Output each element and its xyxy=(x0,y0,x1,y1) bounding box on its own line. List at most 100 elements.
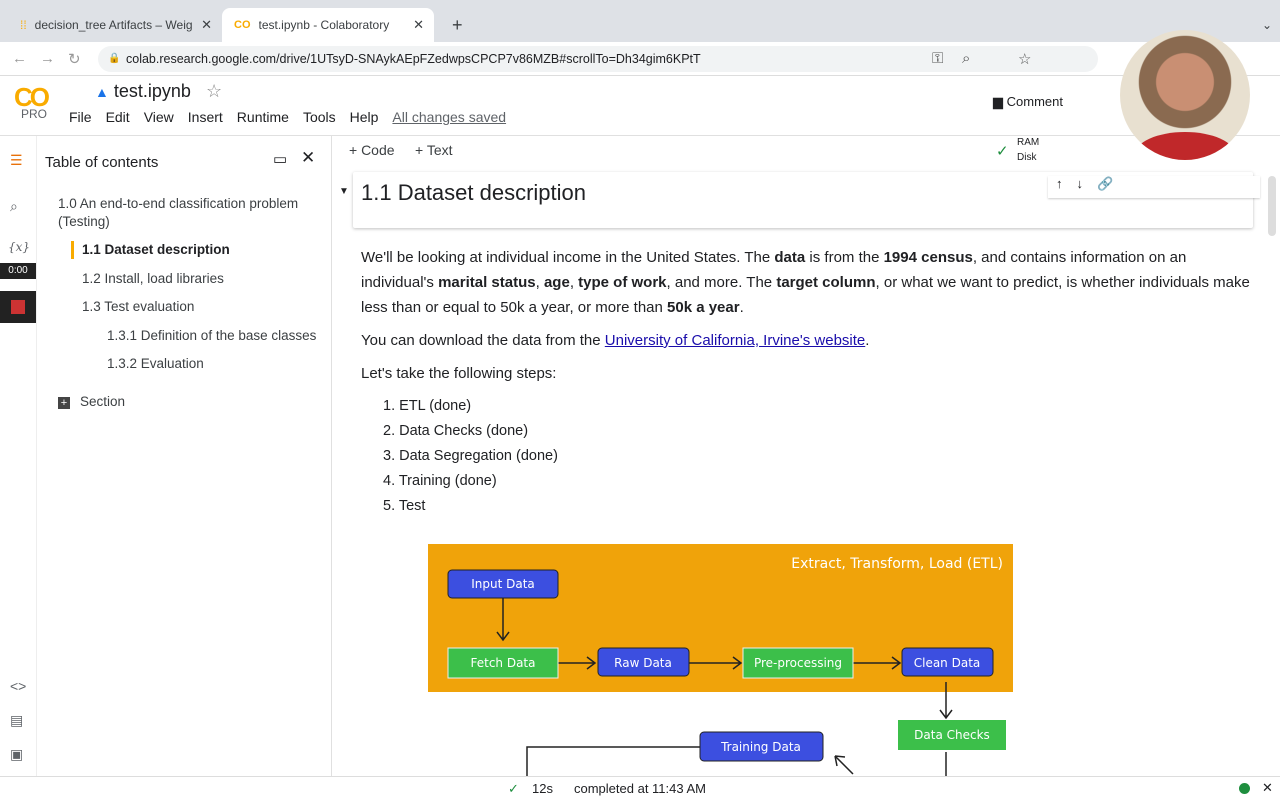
paragraph-intro: We'll be looking at individual income in… xyxy=(361,249,1250,316)
step-item: 1. ETL (done) xyxy=(383,398,472,414)
tab-wandb[interactable]: ⁞⁞ decision_tree Artifacts – Weigl ✕ xyxy=(8,8,222,42)
menu-help[interactable]: Help xyxy=(349,109,379,125)
menu-tools[interactable]: Tools xyxy=(302,109,336,125)
notebook-main: + Code + Text ✓ RAM Disk ▼ 1.1 Dataset d… xyxy=(333,136,1280,780)
completed-text: completed at 11:43 AM xyxy=(574,781,707,796)
search-icon[interactable]: ⌕ xyxy=(10,198,18,214)
toc-panel: Table of contents ▭ ✕ 1.0 An end-to-end … xyxy=(37,136,332,776)
forward-icon[interactable]: → xyxy=(40,50,55,67)
left-rail: ☰ ⌕ {x} 0:00 <> ▤ ▣ xyxy=(0,136,37,776)
node-label: Fetch Data xyxy=(470,656,535,670)
menu-file[interactable]: File xyxy=(69,109,92,125)
success-check-icon: ✓ xyxy=(508,781,519,796)
heading-text: 1.1 Dataset description xyxy=(361,180,587,205)
node-training-data xyxy=(699,731,824,762)
toc-icon[interactable]: ☰ xyxy=(10,152,23,168)
paragraph-steps: Let's take the following steps: xyxy=(361,365,557,382)
close-status-icon[interactable]: ✕ xyxy=(1262,780,1273,795)
terminal-icon[interactable]: ▣ xyxy=(10,746,24,762)
star-icon[interactable]: ☆ xyxy=(1018,51,1032,68)
node-fetch-data xyxy=(447,647,559,679)
move-up-icon[interactable]: ↑ xyxy=(1056,176,1063,191)
wandb-icon: ⁞⁞ xyxy=(20,18,27,32)
toc-item-active[interactable]: 1.1 Dataset description xyxy=(71,241,230,259)
toc-item[interactable]: 1.0 An end-to-end classification problem… xyxy=(58,196,299,229)
reload-icon[interactable]: ↻ xyxy=(68,51,81,68)
url-input[interactable]: 🔒colab.research.google.com/drive/1UTsyD-… xyxy=(98,46,1098,72)
tab-menu-icon[interactable]: ⌄ xyxy=(1262,18,1273,32)
add-text-button[interactable]: + Text xyxy=(415,142,453,158)
recording-timer: 0:00 xyxy=(0,263,36,279)
etl-label: Extract, Transform, Load (ETL) xyxy=(791,556,1003,572)
open-tab-icon[interactable]: ▭ xyxy=(273,151,288,168)
variables-icon[interactable]: {x} xyxy=(8,240,31,254)
colab-logo: CO xyxy=(14,82,50,112)
save-status[interactable]: All changes saved xyxy=(392,109,507,125)
node-preprocessing xyxy=(742,647,854,679)
zoom-icon[interactable]: ⌕ xyxy=(962,50,971,67)
connected-dot-icon xyxy=(1239,783,1250,794)
toc-item[interactable]: 1.2 Install, load libraries xyxy=(82,271,224,286)
address-bar-row: ← → ↻ 🔒colab.research.google.com/drive/1… xyxy=(0,42,1280,76)
section-label: Section xyxy=(80,394,126,409)
step-item: 4. Training (done) xyxy=(383,473,497,489)
exec-time: 12s xyxy=(532,781,553,796)
plus-box-icon: + xyxy=(58,397,70,409)
close-tab-icon[interactable]: ✕ xyxy=(413,17,424,32)
colab-header: CO PRO ▲ test.ipynb ☆ File Edit View Ins… xyxy=(0,76,1280,136)
node-label: Training Data xyxy=(720,740,801,754)
menu-runtime[interactable]: Runtime xyxy=(236,109,289,125)
add-code-button[interactable]: + Code xyxy=(349,142,395,158)
step-item: 2. Data Checks (done) xyxy=(383,423,529,439)
toc-item[interactable]: 1.3.2 Evaluation xyxy=(107,356,204,371)
uci-link[interactable]: University of California, Irvine's websi… xyxy=(604,332,866,349)
steps-list: 1. ETL (done) 2. Data Checks (done) 3. D… xyxy=(361,394,1251,519)
key-icon[interactable]: ⚿ xyxy=(932,50,944,67)
collapse-caret-icon[interactable]: ▼ xyxy=(339,186,349,197)
scrollbar[interactable] xyxy=(1268,176,1276,236)
node-label: Data Checks xyxy=(914,728,990,742)
back-icon[interactable]: ← xyxy=(12,50,27,67)
drive-icon: ▲ xyxy=(95,84,109,100)
node-label: Input Data xyxy=(471,577,535,591)
comment-icon: ▆ xyxy=(993,94,1003,109)
node-input-data xyxy=(447,569,559,599)
menu-edit[interactable]: Edit xyxy=(105,109,130,125)
move-down-icon[interactable]: ↓ xyxy=(1076,176,1084,191)
tab-title: decision_tree Artifacts – Weigl xyxy=(34,18,194,32)
paragraph-download: You can download the data from the Unive… xyxy=(361,332,870,349)
new-tab-button[interactable]: + xyxy=(452,14,463,35)
link-icon[interactable]: 🔗 xyxy=(1097,176,1114,191)
webcam-overlay xyxy=(1120,30,1250,160)
title-text: test.ipynb xyxy=(113,81,191,101)
menu-view[interactable]: View xyxy=(143,109,174,125)
command-palette-icon[interactable]: ▤ xyxy=(10,712,24,728)
tab-title: test.ipynb - Colaboratory xyxy=(258,18,390,32)
stop-icon xyxy=(11,300,25,314)
star-icon[interactable]: ☆ xyxy=(205,81,223,101)
toc-item[interactable]: 1.3 Test evaluation xyxy=(82,299,195,314)
node-raw-data xyxy=(597,647,690,677)
cell-content: We'll be looking at individual income in… xyxy=(361,245,1251,519)
comment-button[interactable]: ▆ Comment xyxy=(993,94,1063,110)
step-item: 3. Data Segregation (done) xyxy=(383,448,558,464)
stop-recording-button[interactable] xyxy=(0,291,36,323)
connected-check-icon: ✓ xyxy=(996,143,1009,160)
code-snippets-icon[interactable]: <> xyxy=(10,678,27,694)
step-item: 5. Test xyxy=(383,498,426,514)
pro-badge: PRO xyxy=(21,107,48,121)
ram-label: RAM xyxy=(1017,137,1040,148)
pipeline-diagram: Extract, Transform, Load (ETL) Input Dat… xyxy=(428,544,1013,780)
close-icon[interactable]: ✕ xyxy=(301,148,316,167)
toc-item[interactable]: 1.3.1 Definition of the base classes xyxy=(107,328,317,343)
notebook-title[interactable]: ▲ test.ipynb ☆ xyxy=(95,81,222,102)
text-cell-heading[interactable]: ▼ 1.1 Dataset description ↑ ↓ 🔗 xyxy=(339,172,1260,228)
add-section-button[interactable]: + Section xyxy=(58,393,125,411)
node-data-checks xyxy=(898,720,1006,750)
node-label: Clean Data xyxy=(914,656,981,670)
comment-label: Comment xyxy=(1006,94,1063,109)
menu-insert[interactable]: Insert xyxy=(187,109,223,125)
close-tab-icon[interactable]: ✕ xyxy=(201,17,212,32)
